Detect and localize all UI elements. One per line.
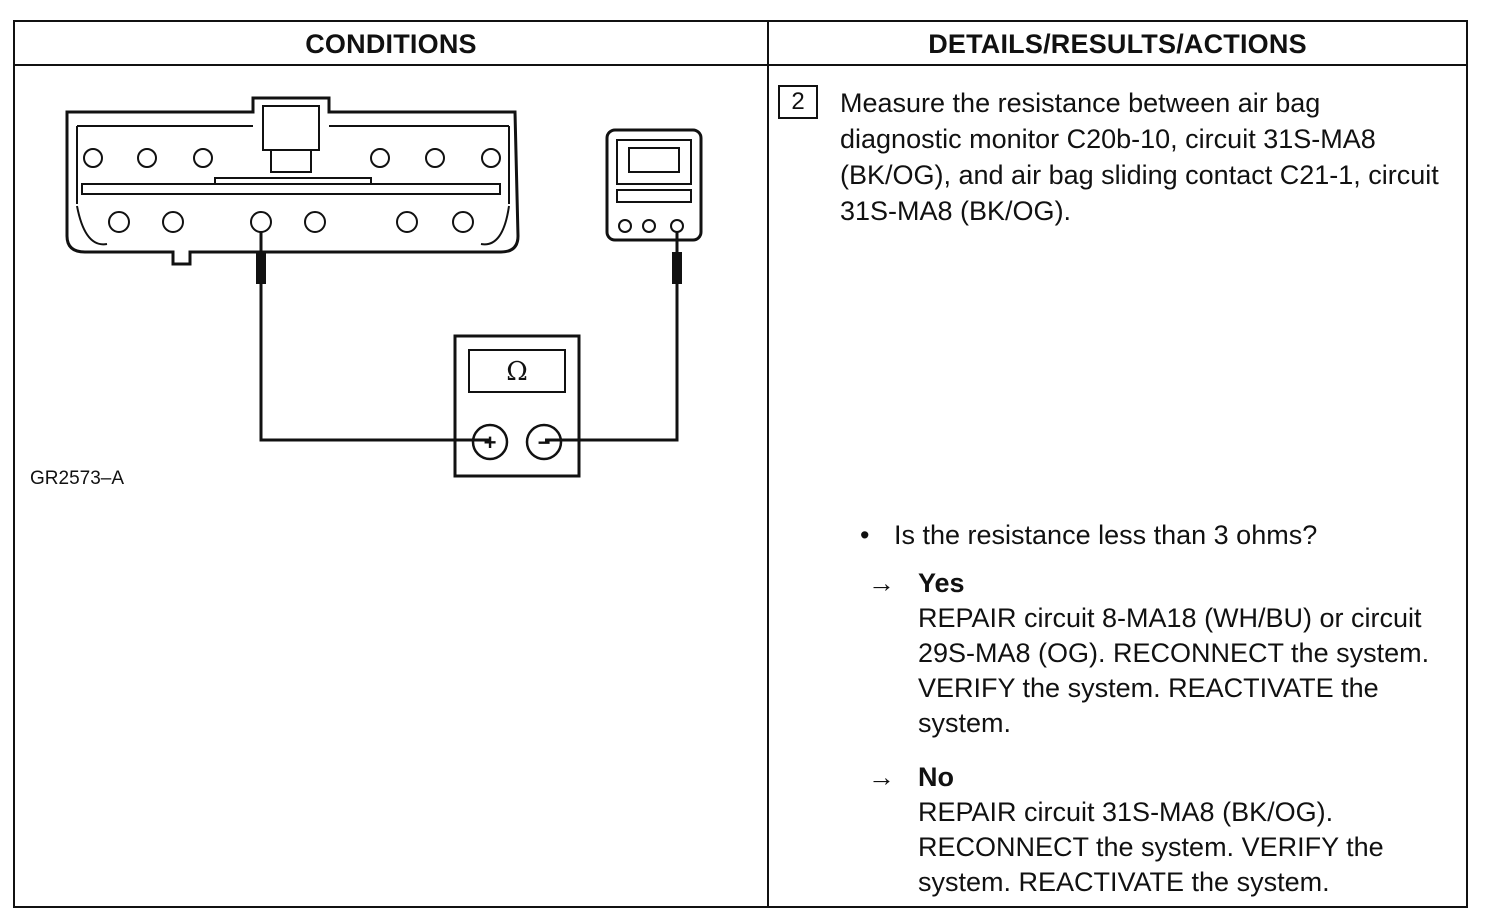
no-action: REPAIR circuit 31S-MA8 (BK/OG). RECONNEC…: [918, 797, 1384, 897]
wiring-diagram: Ω + −: [65, 96, 703, 478]
figure-id: GR2573–A: [30, 468, 125, 489]
ohm-symbol: Ω: [506, 357, 528, 387]
plus-symbol: +: [484, 430, 497, 455]
no-label: No: [918, 762, 954, 792]
step-number: 2: [778, 85, 818, 119]
question-text: Is the resistance less than 3 ohms?: [894, 520, 1318, 550]
column-divider: [767, 20, 769, 908]
minus-symbol: −: [538, 430, 551, 455]
arrow-right-icon: →: [868, 568, 895, 598]
table-frame: [13, 20, 1468, 908]
positive-lead: [259, 232, 489, 442]
yes-action: REPAIR circuit 8-MA18 (WH/BU) or circuit…: [918, 603, 1430, 738]
arrow-right-icon: →: [868, 762, 895, 792]
answer-no: → No REPAIR circuit 31S-MA8 (BK/OG). RECO…: [868, 760, 1478, 900]
answer-yes: → Yes REPAIR circuit 8-MA18 (WH/BU) or ci…: [868, 566, 1478, 741]
step-instruction: Measure the resistance between air bag d…: [840, 88, 1439, 226]
details-header: DETAILS/RESULTS/ACTIONS: [928, 29, 1307, 59]
question-row: • Is the resistance less than 3 ohms?: [860, 517, 1317, 553]
negative-lead: [545, 232, 679, 442]
diagnostic-monitor-connector: [65, 96, 520, 266]
conditions-header: CONDITIONS: [305, 29, 477, 59]
bullet-icon: •: [860, 520, 870, 550]
yes-label: Yes: [918, 568, 965, 598]
header-divider: [13, 64, 1468, 66]
sliding-contact-connector: [605, 128, 703, 242]
ohmmeter: [453, 334, 581, 478]
